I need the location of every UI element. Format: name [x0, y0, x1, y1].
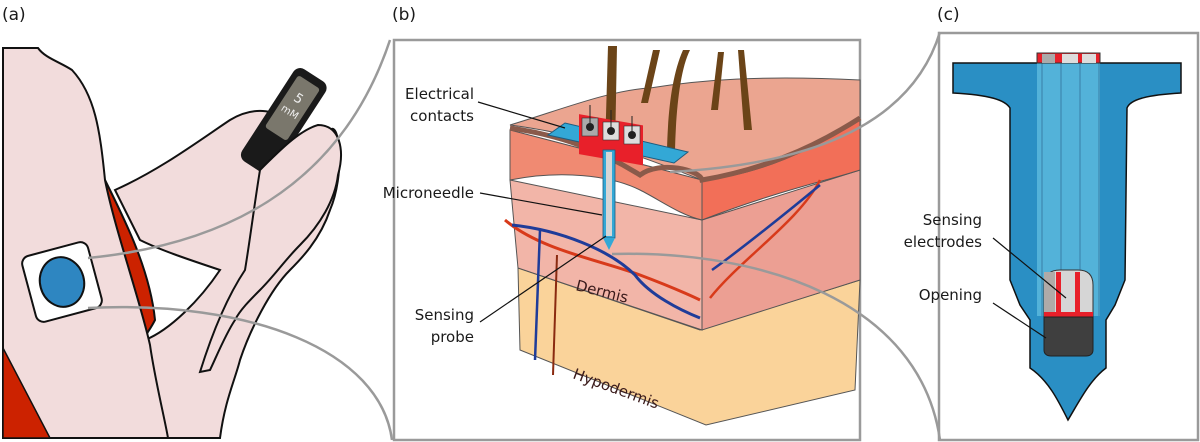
panel-c: Sensing electrodes Opening — [904, 52, 1182, 422]
glucose-reader[interactable]: 5 mM — [238, 65, 330, 178]
label-microneedle: Microneedle — [383, 184, 474, 202]
panel-b: Dermis Hypodermis Electrical contacts Mi… — [383, 46, 862, 426]
needle-tip — [603, 238, 615, 250]
panel-label-b: (b) — [392, 5, 416, 25]
zoom-connector-top-a — [87, 39, 392, 260]
label-sensing-electrodes-2: electrodes — [904, 233, 983, 251]
label-sensing-electrodes-1: Sensing — [923, 211, 982, 229]
zoom-connector-bottom-a — [87, 305, 394, 441]
panel-a: 5 mM — [2, 47, 342, 439]
microneedle-device[interactable] — [546, 105, 690, 250]
artery-side — [709, 179, 822, 299]
label-sensing-probe-2: probe — [431, 328, 474, 346]
reader-screen — [265, 76, 320, 140]
hand — [198, 123, 342, 374]
sleeve-lower — [2, 347, 52, 439]
hairs — [605, 46, 752, 150]
panel-label-a: (a) — [2, 5, 26, 25]
vein-vertical — [533, 229, 542, 361]
panel-label-c: (c) — [937, 5, 960, 25]
artery-vertical — [552, 254, 558, 376]
label-opening: Opening — [919, 286, 982, 304]
label-electrical-contacts-1: Electrical — [405, 85, 474, 103]
label-electrical-contacts-2: contacts — [410, 107, 474, 125]
vein — [511, 223, 701, 320]
needle-channel — [606, 152, 612, 236]
zoom-connector-top-b — [669, 31, 942, 174]
sensor-patch[interactable] — [20, 240, 103, 323]
zoom-connector-bottom-b — [611, 252, 942, 441]
label-sensing-probe-1: Sensing — [415, 306, 474, 324]
panel-c-frame — [937, 31, 1200, 442]
patch-sensor-disc — [38, 256, 86, 308]
opening — [1043, 316, 1094, 357]
